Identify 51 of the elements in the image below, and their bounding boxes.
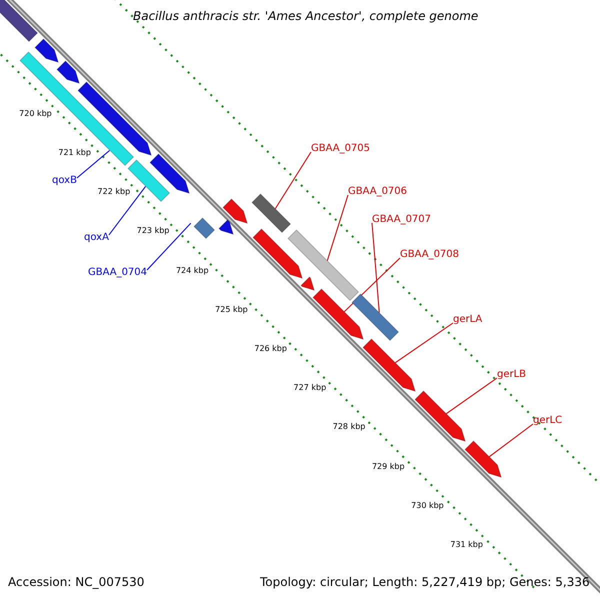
leader-line xyxy=(108,186,146,236)
leader-line xyxy=(76,150,110,178)
gene-label: GBAA_0706 xyxy=(348,187,408,197)
gene-label: qoxA xyxy=(84,233,109,243)
leader-line xyxy=(372,222,380,314)
gene-block xyxy=(312,288,364,339)
accession-text: Accession: NC_007530 xyxy=(8,576,144,588)
gene-block xyxy=(219,220,234,235)
gene-bar xyxy=(194,218,214,238)
leader-line xyxy=(488,424,534,458)
gene-block xyxy=(362,338,416,391)
kbp-label: 725 kbp xyxy=(215,306,248,314)
gene-bar xyxy=(20,52,134,166)
gene-label: GBAA_0704 xyxy=(88,268,148,278)
kbp-label: 726 kbp xyxy=(254,345,287,354)
leader-line xyxy=(146,222,192,270)
gene-label: gerLC xyxy=(533,416,562,426)
gene-block xyxy=(78,82,151,156)
gene-block xyxy=(300,276,314,290)
gene-block xyxy=(464,440,502,477)
kbp-label: 731 kbp xyxy=(450,541,483,550)
gene-block xyxy=(222,198,248,223)
kbp-label: 723 kbp xyxy=(136,227,170,236)
kbp-label: 721 kbp xyxy=(58,149,91,158)
gene-bar xyxy=(288,230,358,300)
title: Bacillus anthracis str. 'Ames Ancestor', complete genome xyxy=(133,10,478,22)
leader-line xyxy=(446,378,498,414)
gene-block xyxy=(34,38,58,62)
gene-label: GBAA_0708 xyxy=(400,250,460,260)
gene-label: qoxB xyxy=(52,176,77,186)
kbp-label: 722 kbp xyxy=(98,188,130,196)
gene-label: GBAA_0707 xyxy=(372,215,432,225)
kbp-label: 720 kbp xyxy=(19,110,52,118)
kbp-label: 724 kbp xyxy=(176,266,209,275)
gene-label: gerLB xyxy=(497,370,526,380)
kbp-label: 728 kbp xyxy=(332,423,366,432)
gene-bar xyxy=(352,294,398,340)
genome-summary-text: Topology: circular; Length: 5,227,419 bp; Genes: 5,336 xyxy=(260,576,590,588)
kbp-label: 730 kbp xyxy=(411,502,444,510)
leader-line xyxy=(274,152,312,210)
gene-block xyxy=(414,390,466,441)
gene-bar xyxy=(252,194,290,232)
gene-block xyxy=(150,154,189,194)
gene-label: GBAA_0705 xyxy=(311,144,370,154)
gene-block xyxy=(56,60,79,84)
leader-line xyxy=(326,194,348,262)
leader-line xyxy=(394,322,454,364)
gene-label: gerLA xyxy=(453,315,482,325)
gene-block xyxy=(252,228,302,278)
kbp-label: 727 kbp xyxy=(294,384,326,392)
kbp-label: 729 kbp xyxy=(372,462,405,471)
